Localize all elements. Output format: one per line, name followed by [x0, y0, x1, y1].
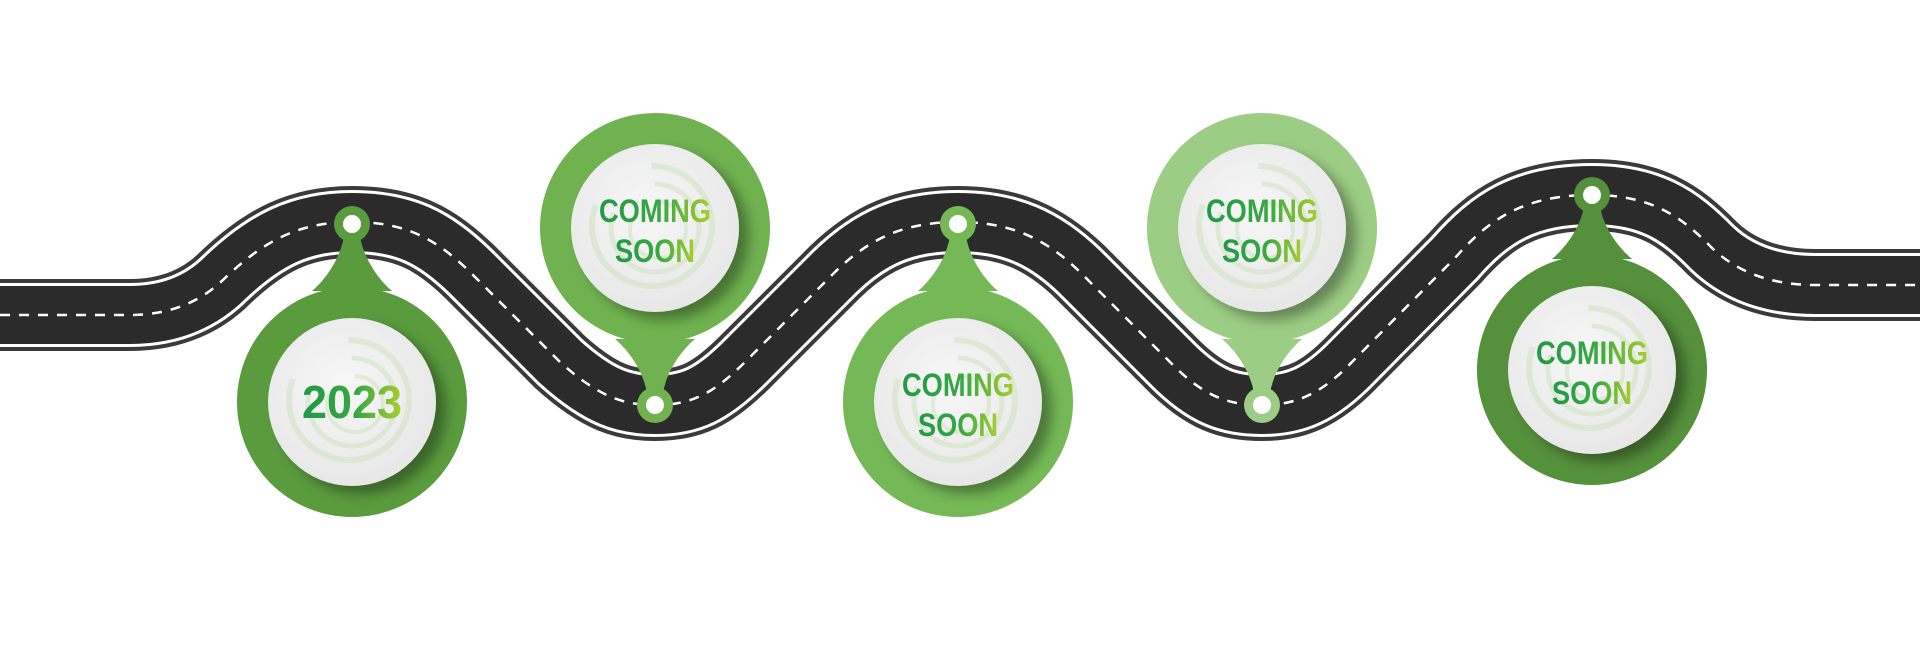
swirl-ring	[589, 163, 715, 289]
milestone-2: COMING SOON	[540, 113, 770, 423]
swirl-ring	[325, 374, 385, 434]
milestone-5: COMING SOON	[1477, 177, 1707, 485]
swirl-watermark-icon	[1526, 305, 1652, 431]
swirl-ring	[1196, 163, 1322, 289]
milestone-label-line1: COMING	[1206, 193, 1318, 229]
swirl-ring	[1545, 323, 1639, 417]
milestone-4: COMING SOON	[1147, 113, 1377, 423]
swirl-ring	[892, 337, 1018, 463]
pin-stem	[615, 339, 695, 405]
swirl-ring	[1235, 200, 1295, 260]
milestone-label-line1: COMING	[1536, 335, 1648, 371]
swirl-ring	[286, 337, 412, 463]
pin-stem	[1552, 195, 1632, 259]
swirl-ring	[1215, 181, 1309, 275]
road-pin-hole	[1253, 396, 1271, 414]
pin-stem	[1222, 339, 1302, 405]
swirl-watermark-icon	[589, 163, 715, 289]
milestones: 2023 COMING SOON COMING	[237, 113, 1707, 517]
swirl-ring	[628, 200, 688, 260]
milestone-label-line2: SOON	[918, 407, 998, 443]
road-pin-hole	[949, 215, 967, 233]
milestone-label-line1: COMING	[599, 193, 711, 229]
pin-stem	[918, 224, 998, 291]
swirl-watermark-icon	[1196, 163, 1322, 289]
milestone-label-line1: COMING	[902, 367, 1014, 403]
swirl-ring	[608, 181, 702, 275]
swirl-watermark-icon	[286, 337, 412, 463]
milestone-label-line2: SOON	[1222, 233, 1302, 269]
milestone-label-line1: 2023	[302, 376, 402, 428]
road-pin-hole	[343, 215, 361, 233]
pin-stem	[312, 224, 392, 291]
swirl-watermark-icon	[892, 337, 1018, 463]
milestone-1: 2023	[237, 206, 467, 517]
milestone-3: COMING SOON	[843, 206, 1073, 517]
swirl-ring	[305, 355, 399, 449]
milestone-label-line2: SOON	[615, 233, 695, 269]
road-pin-hole	[646, 396, 664, 414]
road-pin-hole	[1583, 186, 1601, 204]
swirl-ring	[1565, 342, 1625, 402]
milestone-label-line2: SOON	[1552, 375, 1632, 411]
swirl-ring	[911, 355, 1005, 449]
swirl-ring	[931, 374, 991, 434]
swirl-ring	[1526, 305, 1652, 431]
